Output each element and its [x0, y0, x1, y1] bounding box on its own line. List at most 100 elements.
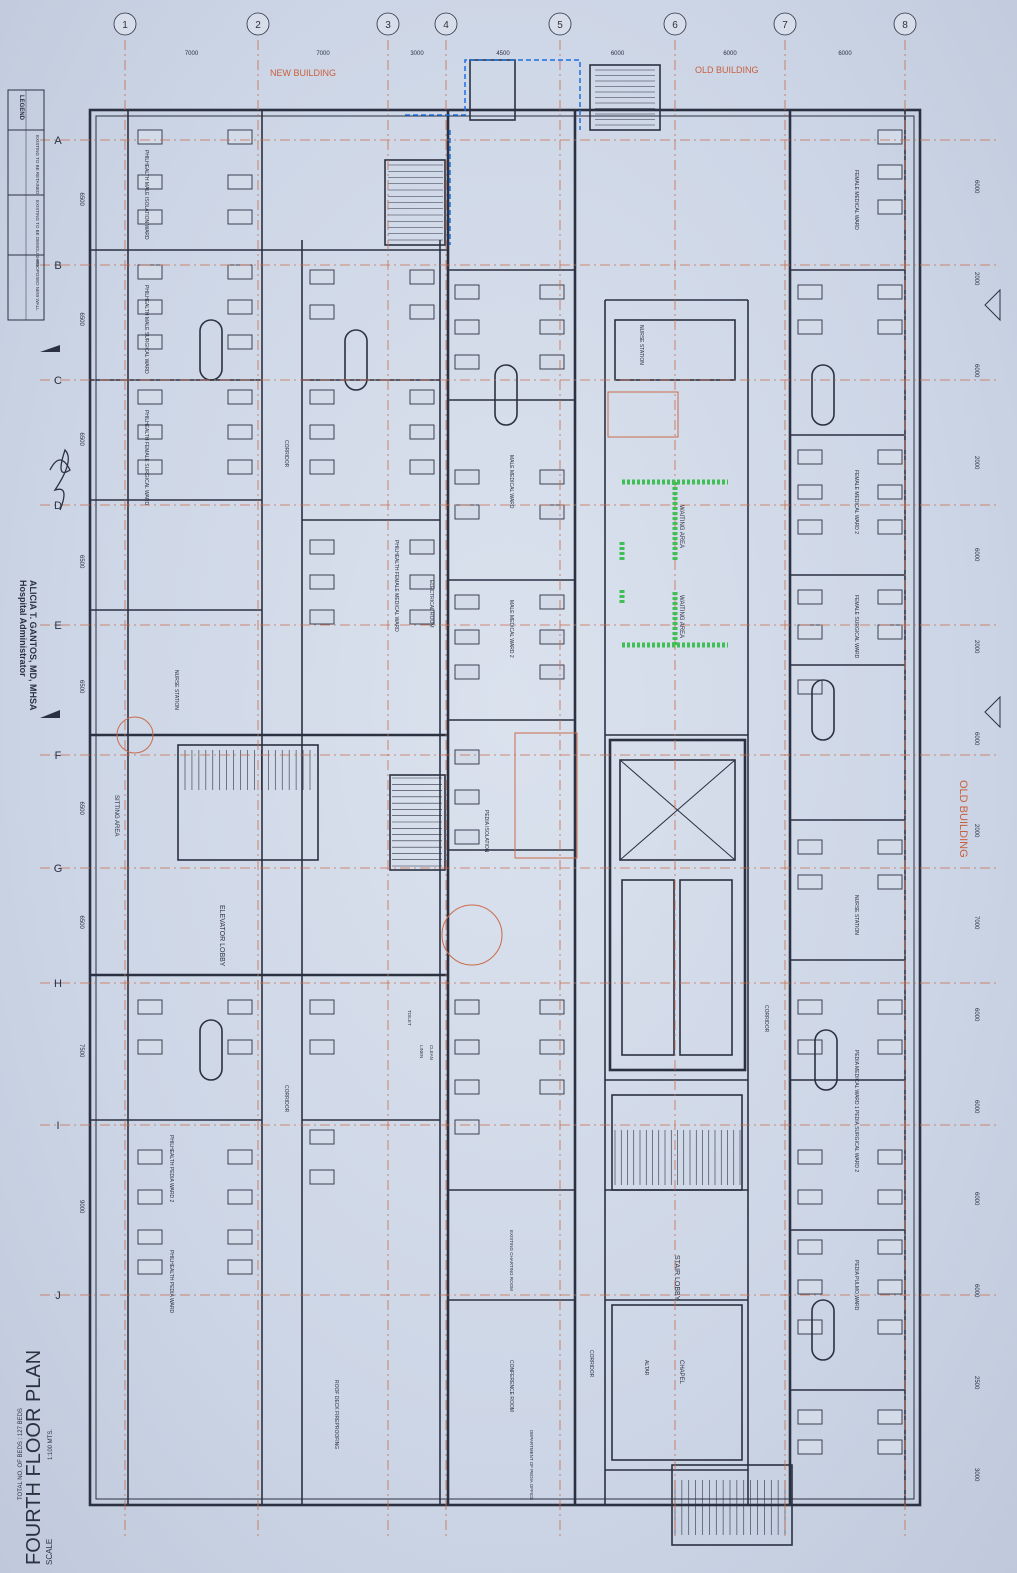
room-elevator-lobby: ELEVATOR LOBBY: [218, 905, 225, 967]
bed-2-4: [309, 459, 335, 475]
dim-row-right-14: 3000: [973, 1468, 979, 1482]
bed-7-18: [877, 1319, 903, 1335]
bed-2-7: [309, 609, 335, 625]
dim-col-3: 4500: [496, 51, 510, 57]
dim-row-right-2: 6000: [973, 364, 979, 378]
room-electrical: ELECTRICAL ROOM: [428, 580, 434, 628]
bed-6-11: [797, 1039, 823, 1055]
dim-row-left-4: 6500: [78, 680, 84, 694]
dim-row-right-11: 6000: [973, 1192, 979, 1206]
bed-7-8: [877, 589, 903, 605]
dim-col-1: 7000: [316, 51, 330, 57]
bed-7-7: [877, 519, 903, 535]
bed-1-10: [227, 1039, 253, 1055]
grid-label-row-F: F: [55, 750, 62, 762]
bed-0-11: [137, 1149, 163, 1165]
ward-label-8: FEMALE SURGICAL WARD: [853, 595, 859, 659]
dim-row-right-0: 6000: [973, 180, 979, 194]
dim-row-left-5: 6500: [78, 802, 84, 816]
bed-0-9: [137, 999, 163, 1015]
room-nurse-station-right: NURSE STATION: [853, 895, 859, 935]
grid-label-row-H: H: [54, 978, 62, 990]
elevator-block: [608, 738, 747, 1072]
room-toilet: TOILET: [407, 1010, 412, 1026]
bed-6-1: [797, 319, 823, 335]
grid-label-col-4: 4: [443, 20, 449, 31]
dim-row-right-12: 6000: [973, 1284, 979, 1298]
bed-5-9: [539, 1039, 565, 1055]
dim-row-right-8: 7000: [973, 916, 979, 930]
room-corridor-1: CORRIDOR: [283, 440, 289, 468]
bed-6-3: [797, 484, 823, 500]
bed-5-7: [539, 664, 565, 680]
room-altar: ALTAR: [643, 1360, 649, 1376]
bed-2-9: [309, 1039, 335, 1055]
bed-4-14: [454, 1119, 480, 1135]
bed-6-2: [797, 449, 823, 465]
grid-label-row-D: D: [54, 500, 62, 512]
bed-4-1: [454, 319, 480, 335]
bed-6-10: [797, 999, 823, 1015]
bed-5-5: [539, 594, 565, 610]
legend-box: [7, 89, 45, 321]
nurse-counters: [199, 319, 838, 1361]
bed-3-2: [409, 389, 435, 405]
bed-1-11: [227, 1149, 253, 1165]
bed-0-7: [137, 424, 163, 440]
bed-4-7: [454, 664, 480, 680]
signature-mark: [49, 448, 71, 511]
dim-row-right-13: 2500: [973, 1376, 979, 1390]
beds-total: TOTAL NO. OF BEDS : 127 BEDS: [18, 1408, 24, 1500]
bed-3-0: [409, 269, 435, 285]
room-waiting-1: WAITING AREA: [678, 505, 684, 548]
bed-0-14: [137, 1259, 163, 1275]
bed-7-2: [877, 199, 903, 215]
bed-4-13: [454, 1079, 480, 1095]
bed-6-18: [797, 1439, 823, 1455]
bed-4-0: [454, 284, 480, 300]
grid-label-row-C: C: [54, 375, 62, 387]
proposed-blue-partitions: [405, 59, 581, 245]
ward-label-1: PHILHEALTH MALE SURGICAL WARD: [143, 285, 149, 374]
bed-5-4: [539, 504, 565, 520]
label-old-building: OLD BUILDING: [695, 65, 759, 75]
ward-label-3: PHILHEALTH FEMALE MEDICAL WARD: [393, 540, 399, 632]
stair-treads: [184, 69, 786, 1535]
grid-label-col-3: 3: [385, 20, 391, 31]
section-markers: [40, 288, 1001, 729]
label-new-building: NEW BUILDING: [270, 68, 336, 78]
bed-0-13: [137, 1229, 163, 1245]
revision-clouds: [116, 391, 679, 966]
ward-label-5: MALE MEDICAL WARD 2: [508, 600, 514, 658]
bed-1-8: [227, 459, 253, 475]
ward-label-12: PHILHEALTH PEDIA WARD 2: [168, 1135, 174, 1202]
ward-label-14: PEDIA ISOLATION: [483, 810, 489, 853]
room-clean: CLEAN: [429, 1045, 434, 1060]
bed-6-8: [797, 839, 823, 855]
bed-1-3: [227, 264, 253, 280]
bed-6-9: [797, 874, 823, 890]
ward-label-0: PHILHEALTH MALE ISOLATION WARD: [143, 150, 149, 240]
grid-bubble-col-8: [893, 12, 917, 36]
ward-label-11: PEDIA PULMO WARD: [853, 1260, 859, 1311]
bed-7-13: [877, 1039, 903, 1055]
bed-2-2: [309, 389, 335, 405]
label-old-building-side: OLD BUILDING: [957, 780, 969, 858]
bed-2-0: [309, 269, 335, 285]
bed-0-6: [137, 389, 163, 405]
bed-2-3: [309, 424, 335, 440]
scale-value: 1:100 MTS.: [48, 1429, 54, 1460]
bed-6-0: [797, 284, 823, 300]
legend-item-1: EXISTING TO BE RETAINED: [35, 135, 40, 195]
grid-bubble-col-4: [434, 12, 458, 36]
bed-5-8: [539, 999, 565, 1015]
bed-7-16: [877, 1239, 903, 1255]
bed-7-4: [877, 319, 903, 335]
dim-row-right-9: 6000: [973, 1008, 979, 1022]
bed-4-12: [454, 1039, 480, 1055]
grid-bubble-col-1: [113, 12, 137, 36]
room-waiting-2: WAITING AREA: [678, 595, 684, 638]
bed-7-10: [877, 839, 903, 855]
dim-row-left-6: 6500: [78, 916, 84, 930]
